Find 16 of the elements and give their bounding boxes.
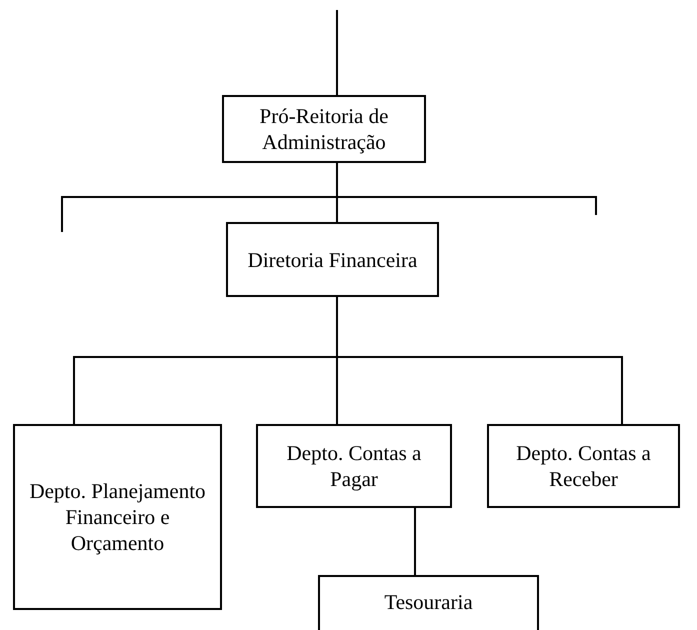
org-box xyxy=(222,95,426,163)
connector-line xyxy=(336,163,597,215)
org-box xyxy=(13,424,222,610)
unit-name: Depto. Contas a Receber xyxy=(515,440,652,492)
org-box xyxy=(318,575,539,630)
unit-name: Tesouraria xyxy=(384,589,473,615)
connector-line xyxy=(336,297,623,424)
connector-line xyxy=(336,10,338,95)
org-box xyxy=(226,222,439,297)
org-box xyxy=(487,424,680,508)
unit-name: Pró-Reitoria de Administração xyxy=(258,103,390,155)
unit-name: Depto. Planejamento Financeiro e Orçamento xyxy=(28,478,207,556)
connector-line xyxy=(414,508,416,575)
unit-name: Diretoria Financeira xyxy=(248,246,418,272)
org-box xyxy=(256,424,452,508)
unit-name: Depto. Contas a Pagar xyxy=(286,440,422,492)
